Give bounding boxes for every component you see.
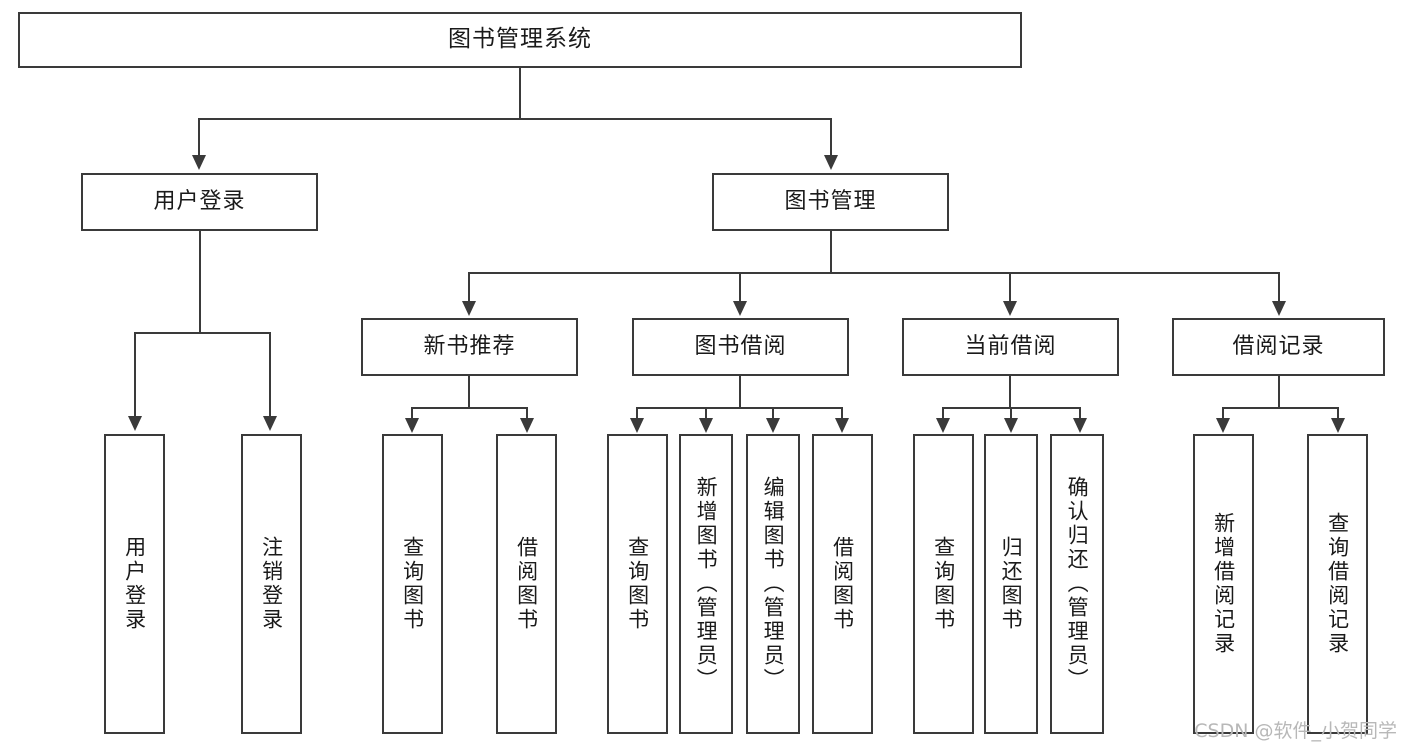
connector-currentborrow-to-leaf3: [1079, 407, 1081, 419]
connector-newbook-to-leaf1: [411, 407, 413, 419]
arrowhead-bookmanage-to-bookborrow: [733, 301, 747, 316]
node-label: 确认归还（管理员）: [1065, 476, 1090, 692]
leaf-borrow-book-2[interactable]: 借阅图书: [812, 434, 873, 734]
connector-userlogin-bus: [134, 332, 271, 334]
connector-bookborrow-stem: [739, 376, 741, 408]
connector-bookmanage-to-borrowrecord: [1278, 272, 1280, 302]
arrowhead-borrowrecord-to-leaf2: [1331, 418, 1345, 433]
connector-root-to-userlogin: [198, 118, 200, 156]
arrowhead-currentborrow-to-leaf3: [1073, 418, 1087, 433]
node-user-login[interactable]: 用户登录: [81, 173, 318, 231]
connector-userlogin-stem: [199, 231, 201, 333]
node-label: 当前借阅: [964, 333, 1057, 359]
connector-bookmanage-stem: [830, 231, 832, 273]
node-label: 新增借阅记录: [1211, 512, 1236, 656]
leaf-query-book-2[interactable]: 查询图书: [607, 434, 668, 734]
node-label: 用户登录: [122, 536, 147, 632]
node-label: 归还图书: [999, 536, 1024, 632]
csdn-watermark: CSDN @软件_小贺同学: [1194, 720, 1397, 742]
connector-borrowrecord-to-leaf1: [1222, 407, 1224, 419]
node-label: 查询借阅记录: [1325, 512, 1350, 656]
node-label: 借阅图书: [830, 536, 855, 632]
arrowhead-root-to-bookmanage: [824, 155, 838, 170]
node-label: 查询图书: [400, 536, 425, 632]
leaf-logout[interactable]: 注销登录: [241, 434, 302, 734]
connector-currentborrow-to-leaf2: [1010, 407, 1012, 419]
arrowhead-borrowrecord-to-leaf1: [1216, 418, 1230, 433]
arrowhead-bookborrow-to-leaf3: [766, 418, 780, 433]
arrowhead-newbook-to-leaf1: [405, 418, 419, 433]
leaf-return-book[interactable]: 归还图书: [984, 434, 1038, 734]
connector-bookmanage-to-newbook: [468, 272, 470, 302]
arrowhead-bookmanage-to-newbook: [462, 301, 476, 316]
arrowhead-root-to-userlogin: [192, 155, 206, 170]
node-label: 新增图书（管理员）: [694, 476, 719, 692]
connector-userlogin-to-leaf1: [134, 332, 136, 417]
leaf-add-book-admin[interactable]: 新增图书（管理员）: [679, 434, 733, 734]
node-label: 编辑图书（管理员）: [761, 476, 786, 692]
connector-bookborrow-to-leaf1: [636, 407, 638, 419]
node-current-borrow[interactable]: 当前借阅: [902, 318, 1119, 376]
node-label: 注销登录: [259, 536, 284, 632]
arrowhead-newbook-to-leaf2: [520, 418, 534, 433]
node-borrow-record[interactable]: 借阅记录: [1172, 318, 1385, 376]
leaf-confirm-return-admin[interactable]: 确认归还（管理员）: [1050, 434, 1104, 734]
leaf-query-borrow-record[interactable]: 查询借阅记录: [1307, 434, 1368, 734]
leaf-edit-book-admin[interactable]: 编辑图书（管理员）: [746, 434, 800, 734]
connector-bookborrow-to-leaf4: [841, 407, 843, 419]
connector-bookborrow-to-leaf2: [705, 407, 707, 419]
leaf-query-book-1[interactable]: 查询图书: [382, 434, 443, 734]
node-label: 借阅记录: [1232, 333, 1325, 359]
connector-root-stem: [519, 68, 521, 119]
connector-bookborrow-to-leaf3: [772, 407, 774, 419]
connector-userlogin-to-leaf2: [269, 332, 271, 417]
leaf-add-borrow-record[interactable]: 新增借阅记录: [1193, 434, 1254, 734]
leaf-query-book-3[interactable]: 查询图书: [913, 434, 974, 734]
connector-bookmanage-bus: [468, 272, 1280, 274]
connector-newbook-bus: [411, 407, 528, 409]
arrowhead-bookmanage-to-borrowrecord: [1272, 301, 1286, 316]
node-label: 图书管理: [784, 188, 877, 214]
leaf-borrow-book-1[interactable]: 借阅图书: [496, 434, 557, 734]
arrowhead-bookborrow-to-leaf1: [630, 418, 644, 433]
arrowhead-bookborrow-to-leaf4: [835, 418, 849, 433]
node-label: 用户登录: [153, 188, 246, 214]
connector-bookmanage-to-currentborrow: [1009, 272, 1011, 302]
connector-newbook-to-leaf2: [526, 407, 528, 419]
connector-bookmanage-to-bookborrow: [739, 272, 741, 302]
connector-borrowrecord-stem: [1278, 376, 1280, 408]
node-label: 查询图书: [625, 536, 650, 632]
arrowhead-currentborrow-to-leaf2: [1004, 418, 1018, 433]
connector-borrowrecord-bus: [1222, 407, 1339, 409]
node-root-system[interactable]: 图书管理系统: [18, 12, 1022, 68]
node-book-borrow[interactable]: 图书借阅: [632, 318, 849, 376]
node-label: 图书管理系统: [448, 26, 592, 53]
node-label: 图书借阅: [694, 333, 787, 359]
connector-root-to-bookmanage: [830, 118, 832, 156]
arrowhead-userlogin-to-leaf1: [128, 416, 142, 431]
arrowhead-bookborrow-to-leaf2: [699, 418, 713, 433]
arrowhead-bookmanage-to-currentborrow: [1003, 301, 1017, 316]
arrowhead-userlogin-to-leaf2: [263, 416, 277, 431]
arrowhead-currentborrow-to-leaf1: [936, 418, 950, 433]
node-book-manage[interactable]: 图书管理: [712, 173, 949, 231]
connector-borrowrecord-to-leaf2: [1337, 407, 1339, 419]
connector-newbook-stem: [468, 376, 470, 408]
connector-bookborrow-bus: [636, 407, 842, 409]
node-label: 借阅图书: [514, 536, 539, 632]
connector-currentborrow-stem: [1009, 376, 1011, 408]
node-label: 新书推荐: [423, 333, 516, 359]
connector-currentborrow-to-leaf1: [942, 407, 944, 419]
node-label: 查询图书: [931, 536, 956, 632]
leaf-user-login[interactable]: 用户登录: [104, 434, 165, 734]
node-new-book-recommend[interactable]: 新书推荐: [361, 318, 578, 376]
connector-root-bus: [198, 118, 832, 120]
